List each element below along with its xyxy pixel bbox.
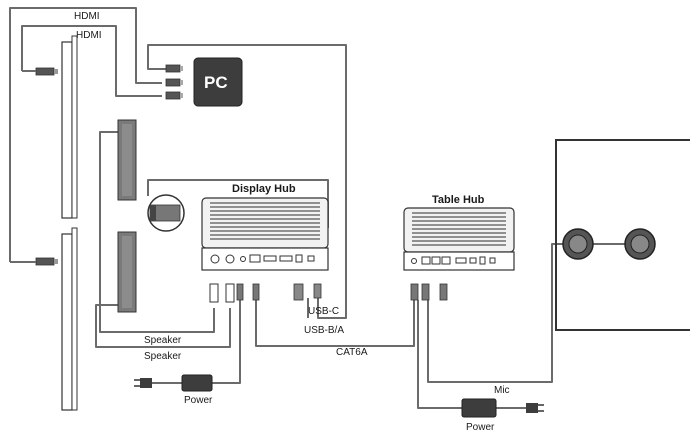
pc-box: [193, 57, 243, 107]
table-hub: [403, 207, 515, 271]
power-brick-left: [134, 374, 213, 392]
label-speaker-top: Speaker: [144, 335, 182, 346]
display-bottom: [61, 227, 78, 411]
speaker-bottom: [117, 231, 137, 313]
label-hdmi-top: HDMI: [74, 11, 100, 22]
hdmi-plug-bottom: [10, 257, 58, 266]
cat6a-cable: [255, 298, 415, 347]
table-outline: [555, 139, 690, 331]
table-hub-plugs: [410, 283, 448, 301]
hdmi-cable-top: [9, 7, 162, 262]
display-hub: [201, 197, 329, 271]
label-hdmi-second: HDMI: [76, 30, 102, 41]
label-pc: PC: [204, 73, 228, 92]
speaker-top: [117, 119, 137, 201]
speaker-cable-top: [99, 131, 215, 333]
label-display-hub: Display Hub: [232, 183, 296, 195]
label-table-hub: Table Hub: [432, 194, 485, 206]
power-brick-right: [461, 398, 544, 418]
display-top: [61, 35, 78, 219]
display-hub-plugs: [209, 283, 322, 303]
pc-usb-cable: [147, 44, 347, 319]
hdmi-plug-top: [22, 67, 58, 76]
label-mic: Mic: [494, 385, 510, 396]
speaker-cable-bottom: [95, 304, 231, 348]
power-cable-right: [417, 300, 462, 409]
label-cat6a: CAT6A: [336, 347, 368, 358]
speaker-connector-detail: [147, 194, 185, 232]
pc-connectors: [165, 64, 183, 100]
label-speaker-bottom: Speaker: [144, 351, 182, 362]
mic-pod-2: [624, 228, 656, 260]
label-power-right: Power: [466, 422, 495, 433]
label-usb-ba: USB-B/A: [304, 325, 345, 336]
label-usb-c: USB-C: [308, 306, 340, 317]
power-cable-left: [212, 300, 241, 384]
label-power-left: Power: [184, 395, 213, 406]
hdmi-cable-second: [21, 25, 162, 97]
mic-pod-1: [562, 228, 594, 260]
